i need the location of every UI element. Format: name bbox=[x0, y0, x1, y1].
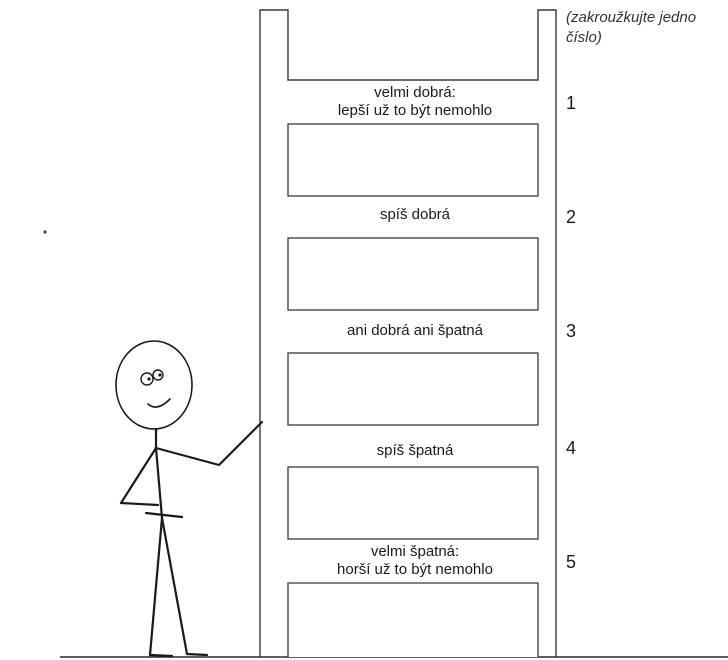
stick-figure-arm-left bbox=[121, 448, 158, 505]
rung-number-5[interactable]: 5 bbox=[566, 551, 586, 573]
stick-figure-smile bbox=[148, 399, 170, 407]
stick-figure-eye-left bbox=[141, 373, 153, 385]
rung-number-2[interactable]: 2 bbox=[566, 206, 586, 228]
stick-figure-body bbox=[156, 448, 162, 518]
rung-label-2: spíš dobrá bbox=[290, 206, 540, 224]
rung-label-4: spíš špatná bbox=[290, 442, 540, 460]
stick-figure-pupil-right bbox=[158, 373, 161, 376]
rung-label-2-line-1: spíš dobrá bbox=[290, 206, 540, 224]
stick-figure-head bbox=[116, 341, 192, 429]
instruction-line-2: číslo) bbox=[566, 28, 728, 48]
stick-figure-hip bbox=[146, 513, 182, 517]
stick-figure-arm-right bbox=[156, 422, 262, 465]
rung-label-1-line-2: lepší už to být nemohlo bbox=[290, 102, 540, 120]
stick-figure bbox=[116, 341, 262, 656]
ladder-rung-1 bbox=[288, 124, 538, 196]
ladder-rung-3 bbox=[288, 353, 538, 425]
instruction-text: (zakroužkujte jedno číslo) bbox=[566, 8, 728, 48]
rung-label-3-line-1: ani dobrá ani špatná bbox=[290, 322, 540, 340]
rung-label-5: velmi špatná: horší už to být nemohlo bbox=[290, 543, 540, 579]
rung-number-4[interactable]: 4 bbox=[566, 437, 586, 459]
rung-number-3[interactable]: 3 bbox=[566, 320, 586, 342]
stick-figure-leg-right bbox=[162, 518, 207, 655]
stick-figure-pupil-left bbox=[147, 377, 150, 380]
rung-label-1-line-1: velmi dobrá: bbox=[290, 84, 540, 102]
instruction-line-1: (zakroužkujte jedno bbox=[566, 8, 728, 28]
stick-figure-leg-left bbox=[150, 518, 172, 656]
rung-label-3: ani dobrá ani špatná bbox=[290, 322, 540, 340]
scan-speck bbox=[43, 230, 46, 233]
rung-label-1: velmi dobrá: lepší už to být nemohlo bbox=[290, 84, 540, 120]
rung-number-1[interactable]: 1 bbox=[566, 92, 586, 114]
ladder-rung-4 bbox=[288, 467, 538, 539]
rung-label-4-line-1: spíš špatná bbox=[290, 442, 540, 460]
rung-label-5-line-1: velmi špatná: bbox=[290, 543, 540, 561]
ladder-rung-5 bbox=[288, 583, 538, 657]
rung-label-5-line-2: horší už to být nemohlo bbox=[290, 561, 540, 579]
ladder-rung-2 bbox=[288, 238, 538, 310]
